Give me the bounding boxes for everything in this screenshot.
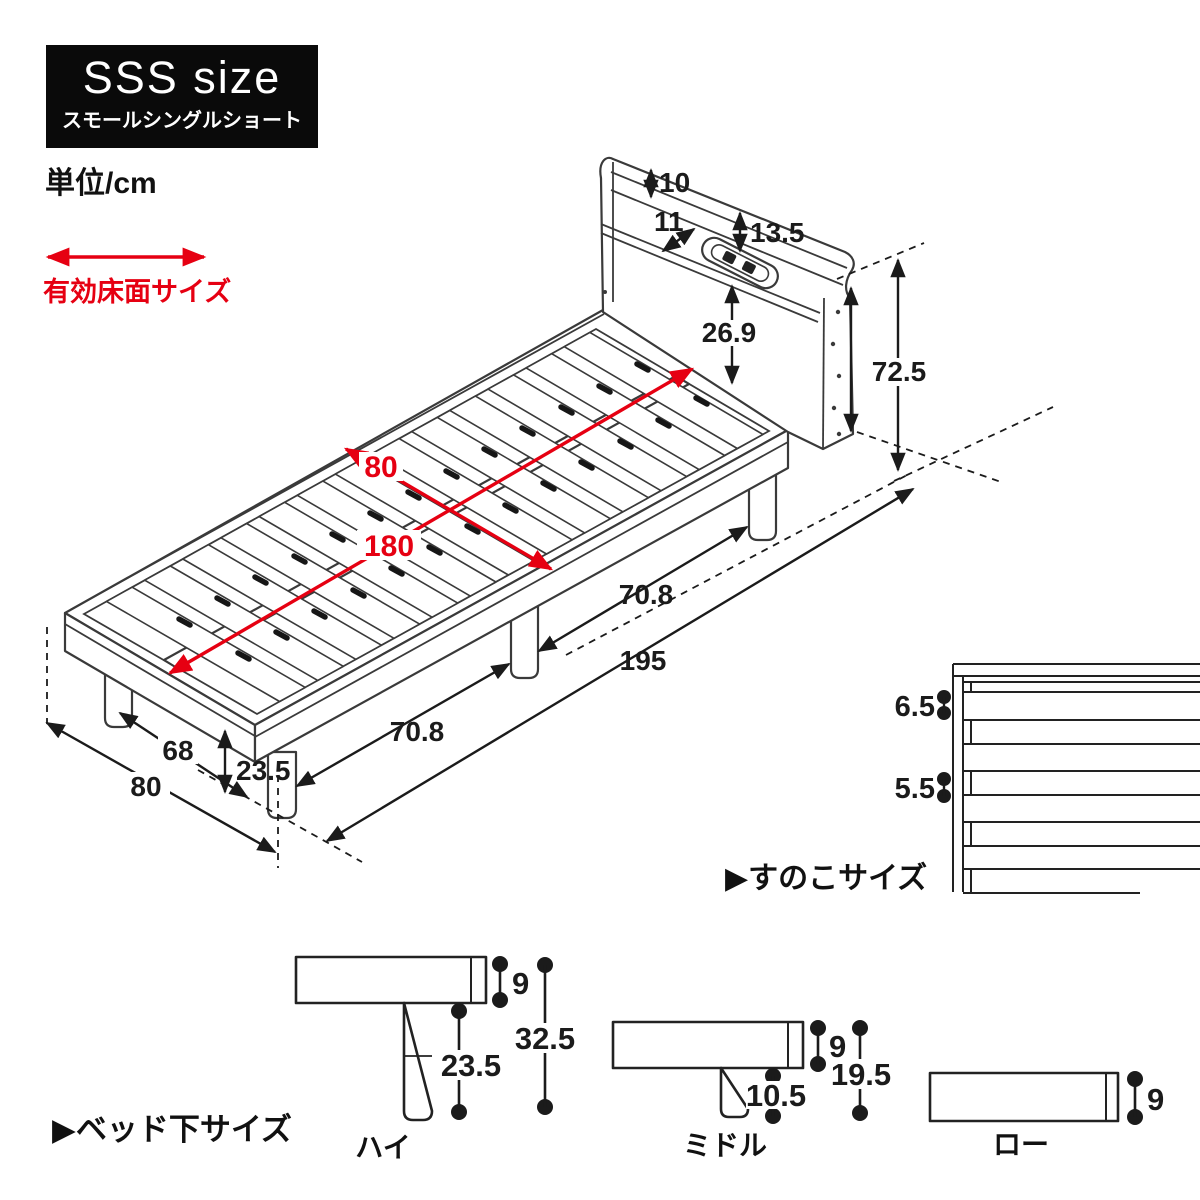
leg-pitch-foot-value: 70.8 [390, 716, 445, 747]
dimension-shelf-depth: 11 [654, 206, 696, 253]
sunoko-slat-value: 5.5 [895, 773, 935, 805]
sunoko-slat-dimension: 5.5 [895, 772, 951, 805]
sunoko-detail: 6.5 5.5 ▶すのこサイズ [725, 663, 1200, 895]
effective-width-value: 80 [364, 451, 397, 484]
size-badge: SSS size スモールシングルショート [46, 45, 318, 148]
middle-frame-profile [611, 1020, 805, 1070]
middle-leg-profile [719, 1066, 750, 1119]
middle-frame-value: 9 [829, 1029, 846, 1064]
middle-clearance-dimension: 10.5 [746, 1068, 806, 1124]
middle-label: ミドル [683, 1130, 767, 1161]
sunoko-section-title: ▶すのこサイズ [725, 861, 927, 895]
dimension-headboard-height: 72.5 [843, 258, 928, 472]
high-frame-profile [294, 955, 488, 1005]
total-length-value: 195 [620, 645, 667, 676]
middle-clearance-value: 10.5 [746, 1078, 806, 1113]
high-clearance-dimension: 23.5 [440, 1003, 504, 1120]
under-clearance-value: 23.5 [236, 755, 291, 786]
high-label: ハイ [355, 1132, 410, 1163]
shelf-opening-value: 13.5 [750, 217, 805, 248]
dimension-leg-pitch-foot: 70.8 [295, 662, 511, 788]
middle-frame-dimension: 9 [810, 1020, 846, 1072]
low-frame-value: 9 [1147, 1082, 1164, 1117]
high-total-value: 32.5 [515, 1021, 575, 1056]
headboard-panel-value: 26.9 [702, 317, 757, 348]
bed-illustration: 10 11 13.5 26.9 72.5 [45, 156, 1054, 868]
high-clearance-value: 23.5 [441, 1048, 501, 1083]
headboard-screw-dots [603, 290, 842, 437]
headboard-lip-value: 10 [659, 167, 690, 198]
unit-label: 単位/cm [45, 167, 157, 200]
high-frame-value: 9 [512, 966, 529, 1001]
inner-leg-width-value: 68 [162, 735, 193, 766]
effective-floor-label: 有効床面サイズ [43, 277, 232, 307]
low-frame-profile [928, 1071, 1120, 1123]
effective-length-value: 180 [364, 530, 414, 563]
variant-high: 9 23.5 32.5 ハイ [294, 955, 577, 1163]
sunoko-gap-value: 6.5 [895, 691, 935, 723]
total-width-value: 80 [130, 771, 161, 802]
dimension-effective-length: 180 [167, 367, 695, 675]
dimension-headboard-panel: 26.9 [702, 284, 758, 385]
shelf-depth-value: 11 [654, 206, 684, 237]
size-badge-subtitle: スモールシングルショート [62, 109, 302, 132]
variant-middle: 9 10.5 19.5 ミドル [611, 1020, 892, 1161]
high-total-dimension: 32.5 [513, 957, 577, 1115]
variant-low: 9 ロー [928, 1071, 1164, 1160]
middle-total-value: 19.5 [831, 1057, 891, 1092]
dimension-total-width: 80 [45, 721, 277, 854]
size-badge-title: SSS size [82, 52, 282, 103]
middle-total-dimension: 19.5 [830, 1020, 892, 1121]
low-label: ロー [993, 1129, 1049, 1160]
under-bed-section-title: ▶ベッド下サイズ [52, 1112, 292, 1147]
high-frame-dimension: 9 [492, 956, 529, 1008]
leg-pitch-head-value: 70.8 [619, 579, 674, 610]
dimension-headboard-lip: 10 [643, 167, 690, 199]
dimension-shelf-opening: 13.5 [732, 211, 805, 253]
sunoko-slats [963, 681, 1200, 894]
low-frame-dimension: 9 [1127, 1071, 1164, 1125]
high-leg-profile [402, 1001, 434, 1122]
headboard-height-value: 72.5 [872, 356, 927, 387]
sunoko-gap-dimension: 6.5 [895, 690, 951, 723]
